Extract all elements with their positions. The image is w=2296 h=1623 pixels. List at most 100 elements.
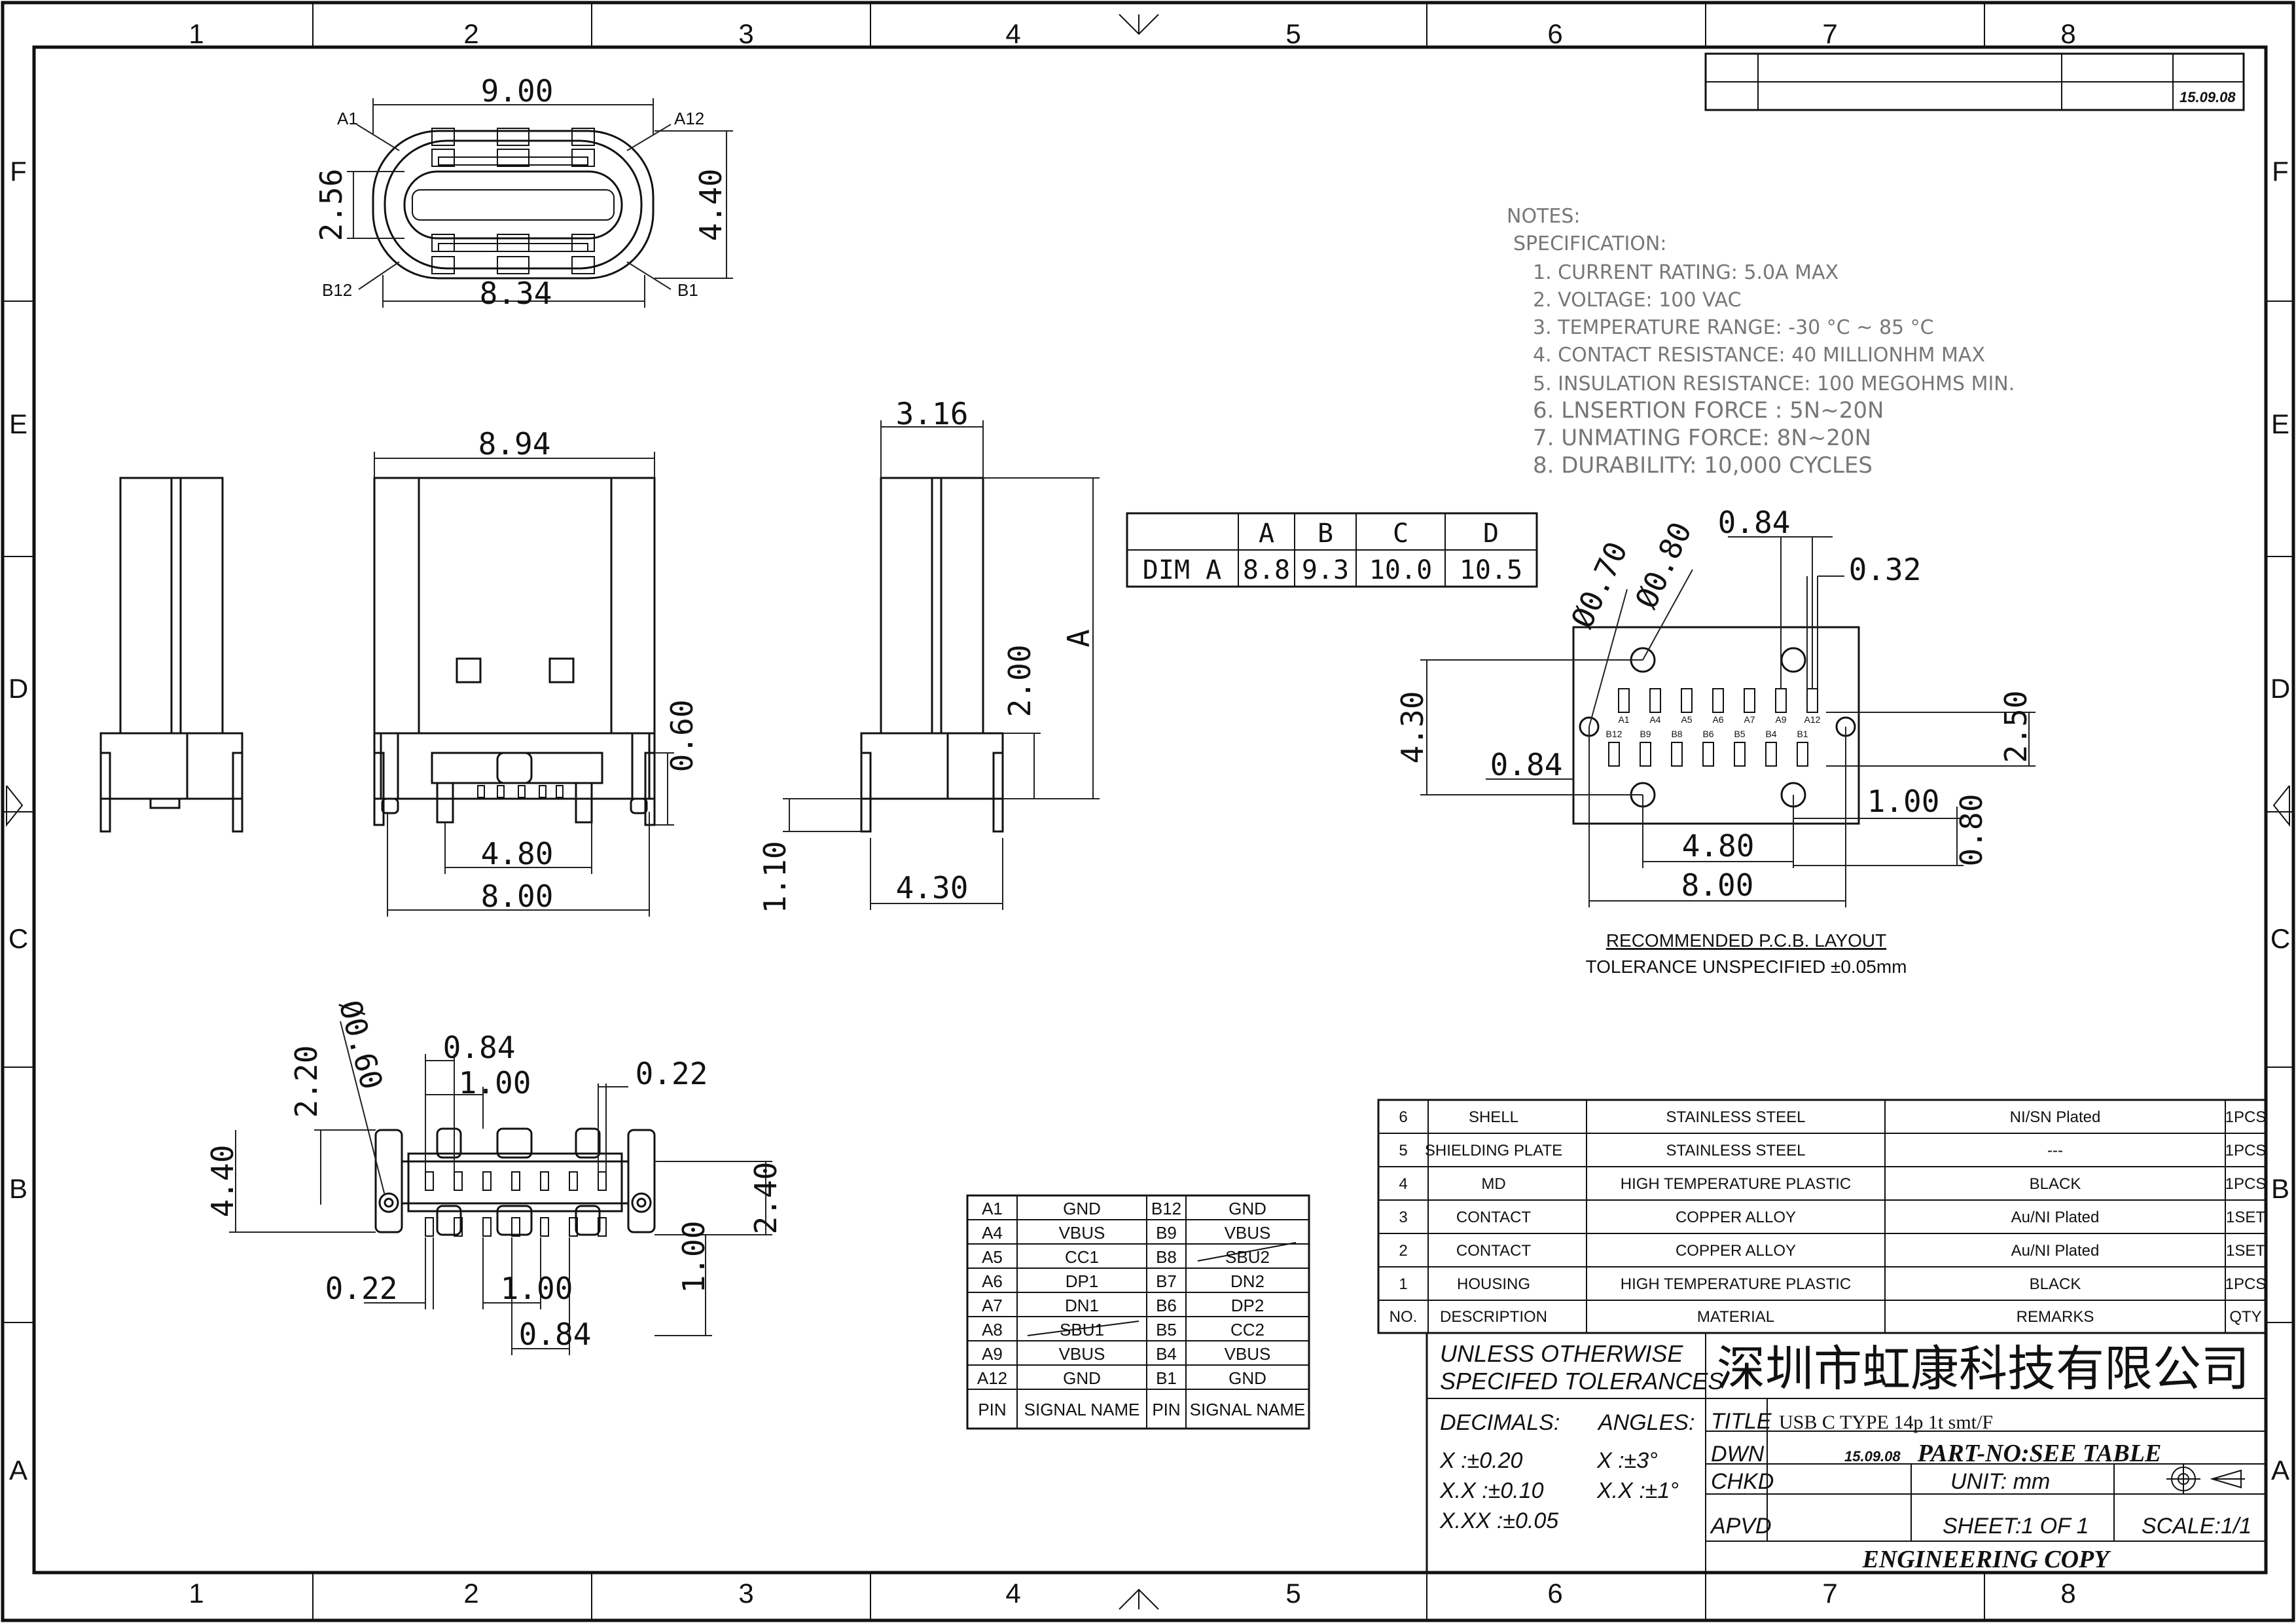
row-label: D: [9, 673, 28, 704]
dim-label: 4.80: [1682, 828, 1755, 864]
unit-label: UNIT: mm: [1950, 1469, 2050, 1494]
col-label: 5: [1285, 18, 1300, 49]
table-cell: 10.0: [1369, 555, 1432, 585]
dim-label: 0.84: [1490, 747, 1563, 782]
pin-label: A1: [337, 109, 358, 128]
bom-table: 6 SHELL STAINLESS STEEL NI/SN Plated 1PC…: [1377, 1099, 2267, 1334]
bom-cell: 1SET: [2226, 1209, 2265, 1226]
pcb-layout: A1 A4 A5 A6 A7 A9 A12 B12 B9 B8 B6 B5 B4…: [1395, 505, 2036, 977]
dim-label: 2.20: [289, 1046, 324, 1118]
pin-label: B1: [1797, 729, 1808, 739]
revision-date: 15.09.08: [2179, 89, 2236, 105]
bom-cell: 1PCS: [2225, 1275, 2267, 1293]
pin-label: A6: [1712, 714, 1723, 725]
pin-cell: A8: [982, 1320, 1003, 1340]
title-block: UNLESS OTHERWISE SPECIFED TOLERANCES DEC…: [1426, 1332, 2267, 1574]
pin-cell: A5: [982, 1247, 1003, 1267]
pin-cell: B4: [1156, 1344, 1177, 1364]
pin-cell: SBU2: [1225, 1247, 1270, 1267]
col-label: 1: [188, 18, 204, 49]
dwn-date: 15.09.08: [1844, 1448, 1901, 1465]
company-name: 深圳市虹康科技有限公司: [1717, 1343, 2250, 1396]
bom-header: NO.: [1390, 1308, 1418, 1326]
dim-label: 8.34: [480, 276, 552, 311]
pin-cell: VBUS: [1059, 1344, 1105, 1364]
bom-cell: 1PCS: [2225, 1175, 2267, 1193]
tolerance-value: X :±0.20: [1439, 1448, 1522, 1473]
dim-label: 1.00: [501, 1271, 573, 1306]
pin-cell: GND: [1229, 1199, 1266, 1218]
dim-label: 2.40: [748, 1162, 783, 1235]
col-label: 4: [1005, 1578, 1020, 1609]
angle-value: X.X :±1°: [1596, 1478, 1679, 1503]
revision-block: 15.09.08: [1704, 52, 2245, 111]
pin-cell: VBUS: [1059, 1223, 1105, 1243]
bom-header: REMARKS: [2017, 1308, 2094, 1326]
pin-cell: A4: [982, 1223, 1003, 1243]
row-label: F: [2272, 156, 2289, 187]
apvd-label: APVD: [1710, 1514, 1772, 1539]
projection-symbol-icon: [2166, 1464, 2245, 1494]
table-cell: 10.5: [1460, 555, 1522, 585]
pin-label: B12: [322, 280, 352, 300]
dim-label: 1.00: [676, 1221, 711, 1294]
side-view: 3.16 A 2.00 1.10 4.30: [757, 396, 1100, 913]
bom-cell: 6: [1399, 1108, 1407, 1126]
bom-header: MATERIAL: [1697, 1308, 1774, 1326]
engineering-copy: ENGINEERING COPY: [1862, 1546, 2112, 1573]
bom-cell: 5: [1399, 1142, 1407, 1159]
bom-cell: 1PCS: [2225, 1142, 2267, 1159]
col-label: 7: [1822, 18, 1837, 49]
pin-label: B4: [1765, 729, 1776, 739]
note-item: 6. LNSERTION FORCE : 5N~20N: [1533, 397, 1884, 424]
pin-cell: B9: [1156, 1223, 1177, 1243]
col-label: 1: [188, 1578, 204, 1609]
row-label: E: [9, 409, 27, 439]
dim-label: A: [1061, 629, 1096, 647]
scale-label: SCALE:1/1: [2142, 1514, 2251, 1539]
note-item: 4. CONTACT RESISTANCE: 40 MILLIONHM MAX: [1533, 344, 1985, 367]
bom-cell: SHELL: [1469, 1108, 1518, 1126]
bom-cell: Au/NI Plated: [2011, 1242, 2100, 1260]
pin-cell: A12: [977, 1368, 1007, 1388]
pin-cell: B8: [1156, 1247, 1177, 1267]
dim-label: 0.22: [636, 1056, 708, 1091]
row-label: A: [2271, 1455, 2289, 1486]
note-item: 5. INSULATION RESISTANCE: 100 MEGOHMS MI…: [1533, 373, 2015, 395]
note-item: 8. DURABILITY: 10,000 CYCLES: [1533, 452, 1873, 479]
pin-label: A7: [1744, 714, 1755, 725]
tolerance-value: X.XX :±0.05: [1439, 1508, 1558, 1533]
bom-cell: HIGH TEMPERATURE PLASTIC: [1621, 1275, 1852, 1293]
bom-cell: CONTACT: [1456, 1242, 1532, 1260]
dim-label: 2.56: [314, 169, 349, 242]
notes-subtitle: SPECIFICATION:: [1513, 232, 1666, 255]
notes-title: NOTES:: [1507, 205, 1581, 228]
pin-label: B5: [1734, 729, 1745, 739]
note-item: 1. CURRENT RATING: 5.0A MAX: [1533, 261, 1839, 284]
pin-header: PIN: [978, 1400, 1006, 1419]
dim-label: 8.94: [478, 426, 551, 462]
bom-cell: 2: [1399, 1242, 1407, 1260]
end-view: [99, 477, 243, 833]
pin-cell: SBU1: [1060, 1320, 1104, 1340]
pin-cell: B6: [1156, 1296, 1177, 1315]
dim-label: 4.30: [896, 870, 969, 905]
pin-cell: VBUS: [1225, 1223, 1271, 1243]
top-view: 9.00 8.34 2.56 4.40 A1 A12 B12 B1: [314, 73, 733, 311]
dim-label: 2.00: [1002, 645, 1037, 718]
dim-label: 8.00: [481, 879, 554, 914]
pin-header: SIGNAL NAME: [1190, 1400, 1306, 1419]
bom-cell: SHIELDING PLATE: [1425, 1142, 1562, 1159]
pin-cell: A9: [982, 1344, 1003, 1364]
col-label: 5: [1285, 1578, 1300, 1609]
bom-cell: COPPER ALLOY: [1676, 1242, 1796, 1260]
dim-label: 0.32: [1849, 552, 1922, 587]
pin-cell: GND: [1063, 1368, 1101, 1388]
dim-label: 1.00: [1867, 784, 1940, 819]
bom-cell: ---: [2047, 1142, 2063, 1159]
table-header: A: [1259, 519, 1274, 549]
pin-cell: A6: [982, 1271, 1003, 1291]
col-label: 7: [1822, 1578, 1837, 1609]
pcb-caption: TOLERANCE UNSPECIFIED ±0.05mm: [1586, 957, 1907, 977]
tolerance-heading: SPECIFED TOLERANCES: [1440, 1368, 1723, 1395]
